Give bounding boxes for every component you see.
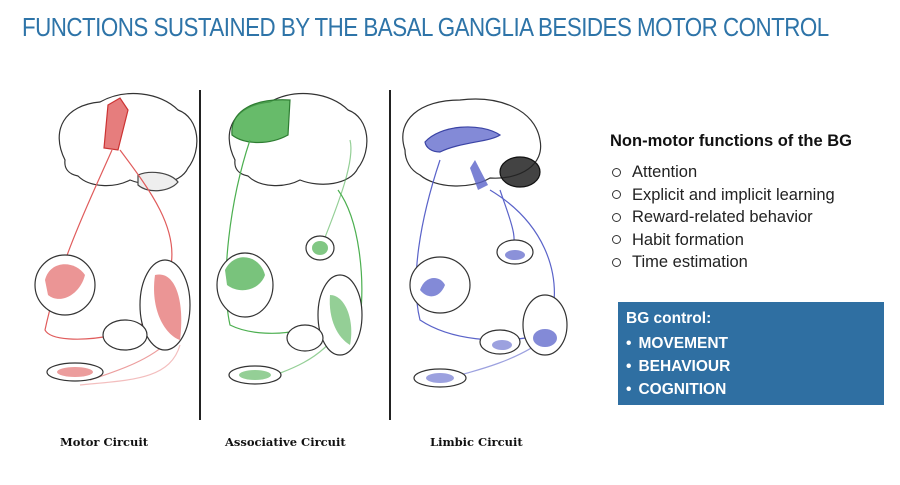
slide-title: FUNCTIONS SUSTAINED BY THE BASAL GANGLIA… — [22, 12, 829, 42]
list-item-label: Habit formation — [632, 230, 744, 249]
motor-cerebellum-icon — [137, 171, 179, 192]
ring-bullet-icon — [612, 235, 621, 245]
list-item-label: Time estimation — [632, 253, 748, 271]
list-item: BEHAVIOUR — [626, 355, 876, 378]
ring-bullet-icon — [612, 167, 621, 177]
limbic-cerebellum-icon — [499, 156, 541, 188]
list-item: Reward-related behavior — [610, 206, 895, 229]
ring-bullet-icon — [612, 257, 621, 267]
list-item: COGNITION — [626, 378, 876, 401]
list-item: Time estimation — [610, 251, 895, 274]
motor-cortex-highlight — [103, 97, 129, 151]
list-item: Attention — [610, 161, 895, 184]
motor-globus-pallidus — [102, 319, 148, 351]
bg-control-title: BG control: — [626, 310, 712, 327]
circuits-illustration — [34, 92, 568, 388]
limbic-circuit-drawing — [402, 98, 568, 388]
list-item: MOVEMENT — [626, 332, 876, 355]
ring-bullet-icon — [612, 212, 621, 222]
ring-bullet-icon — [612, 190, 621, 200]
non-motor-section: Non-motor functions of the BG Attention … — [610, 132, 895, 274]
motor-brain-icon — [58, 92, 198, 187]
list-item: Habit formation — [610, 229, 895, 252]
list-item: Explicit and implicit learning — [610, 184, 895, 207]
non-motor-list: Attention Explicit and implicit learning… — [610, 161, 895, 274]
associative-globus-pallidus — [286, 324, 324, 352]
bg-control-box: BG control: MOVEMENT BEHAVIOUR COGNITION — [618, 302, 884, 405]
bg-control-list: MOVEMENT BEHAVIOUR COGNITION — [626, 332, 876, 401]
associative-circuit-label: Associative Circuit — [225, 435, 346, 449]
prefrontal-highlight — [231, 99, 291, 144]
limbic-circuit-label: Limbic Circuit — [430, 435, 523, 449]
divider-left — [199, 90, 201, 420]
divider-right — [389, 90, 391, 420]
motor-circuit-drawing — [34, 92, 198, 386]
circuits-figure: Motor Circuit Associative Circuit Limbic… — [20, 80, 600, 480]
list-item-label: Explicit and implicit learning — [632, 185, 835, 204]
motor-circuit-label: Motor Circuit — [60, 435, 149, 449]
list-item-label: Attention — [632, 163, 698, 181]
list-item-label: Reward-related behavior — [632, 208, 813, 226]
associative-circuit-drawing — [216, 92, 368, 385]
non-motor-title: Non-motor functions of the BG — [610, 132, 852, 150]
limbic-cingulate-highlight — [424, 126, 502, 153]
